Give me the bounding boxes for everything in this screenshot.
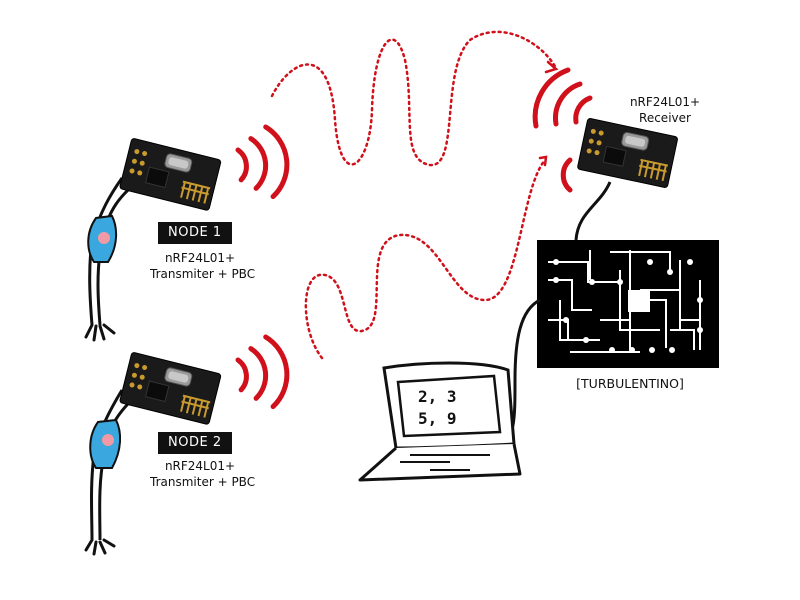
receiver-caption: nRF24L01+ Receiver [610, 94, 720, 126]
receiver-caption-line2: Receiver [639, 111, 691, 125]
node-2-wifi-waves-icon [236, 335, 290, 410]
signal-path-node-1 [270, 30, 558, 167]
receiver-radio-module-icon [576, 117, 679, 189]
node-2-caption: nRF24L01+ Transmiter + PBC [150, 458, 256, 490]
laptop-screen-row2: 5, 9 [418, 409, 457, 428]
pcb-board-icon [537, 240, 719, 368]
receiver-wifi-waves-icon [532, 67, 593, 129]
node-1-caption-line2: Transmiter + PBC [150, 267, 256, 281]
laptop-icon: 2, 3 5, 9 [358, 361, 522, 482]
receiver-wifi-waves-icon [560, 157, 573, 193]
node-1-caption: nRF24L01+ Transmiter + PBC [150, 250, 256, 282]
node-2-arm [84, 388, 144, 556]
node-1-radio-module-icon [118, 137, 223, 212]
node-2-caption-line1: nRF24L01+ [164, 459, 236, 473]
node-1-wifi-waves-icon [236, 125, 290, 200]
signal-path-node-2 [304, 158, 547, 360]
node-1-arm [84, 176, 143, 342]
receiver-caption-line1: nRF24L01+ [629, 95, 701, 109]
node-2-radio-module-icon [118, 351, 223, 426]
node-1-caption-line1: nRF24L01+ [164, 251, 236, 265]
node-1-label: NODE 1 [158, 222, 232, 244]
node-2-caption-line2: Transmiter + PBC [150, 475, 256, 489]
board-label: [TURBULENTINO] [576, 376, 684, 391]
receiver-cable [574, 181, 612, 241]
laptop-screen-row1: 2, 3 [418, 387, 457, 406]
node-2-label: NODE 2 [158, 432, 232, 454]
